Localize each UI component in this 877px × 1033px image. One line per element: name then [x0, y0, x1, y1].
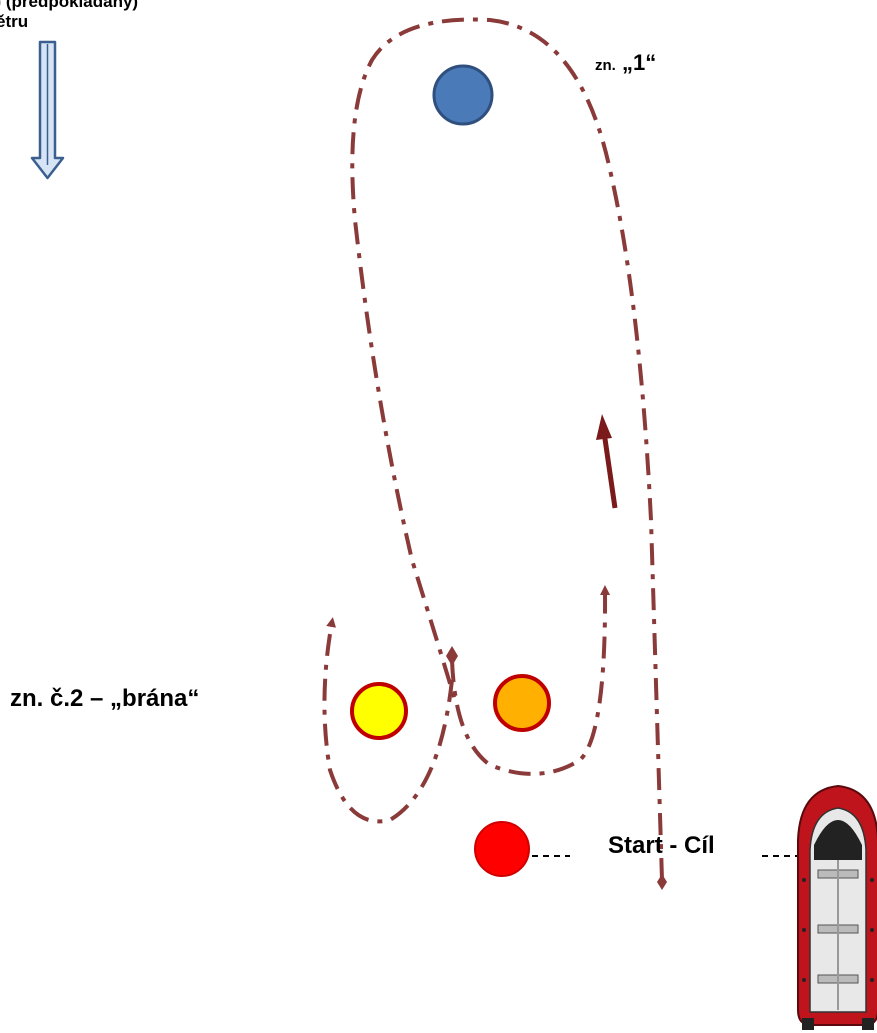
wind-label-line1: y) (předpokládaný)	[0, 0, 138, 12]
mark-1-buoy	[434, 66, 492, 124]
mark-1-label: zn. „1“	[595, 50, 656, 76]
inflatable-boat-icon	[798, 786, 877, 1030]
direction-arrow	[596, 414, 615, 508]
course-start-marker	[657, 874, 667, 890]
mark-1-prefix: zn.	[595, 57, 616, 74]
wind-label-line2: ětru	[0, 12, 28, 32]
mark-1-name: „1“	[616, 50, 656, 75]
start-finish-label: Start - Cíl	[608, 832, 715, 860]
gate-buoy-left	[352, 684, 406, 738]
course-path-main	[352, 20, 662, 881]
start-buoy	[475, 822, 529, 876]
wind-arrow-icon	[32, 42, 63, 178]
gate-label: zn. č.2 – „brána“	[10, 685, 199, 713]
gate-buoy-right	[495, 676, 549, 730]
